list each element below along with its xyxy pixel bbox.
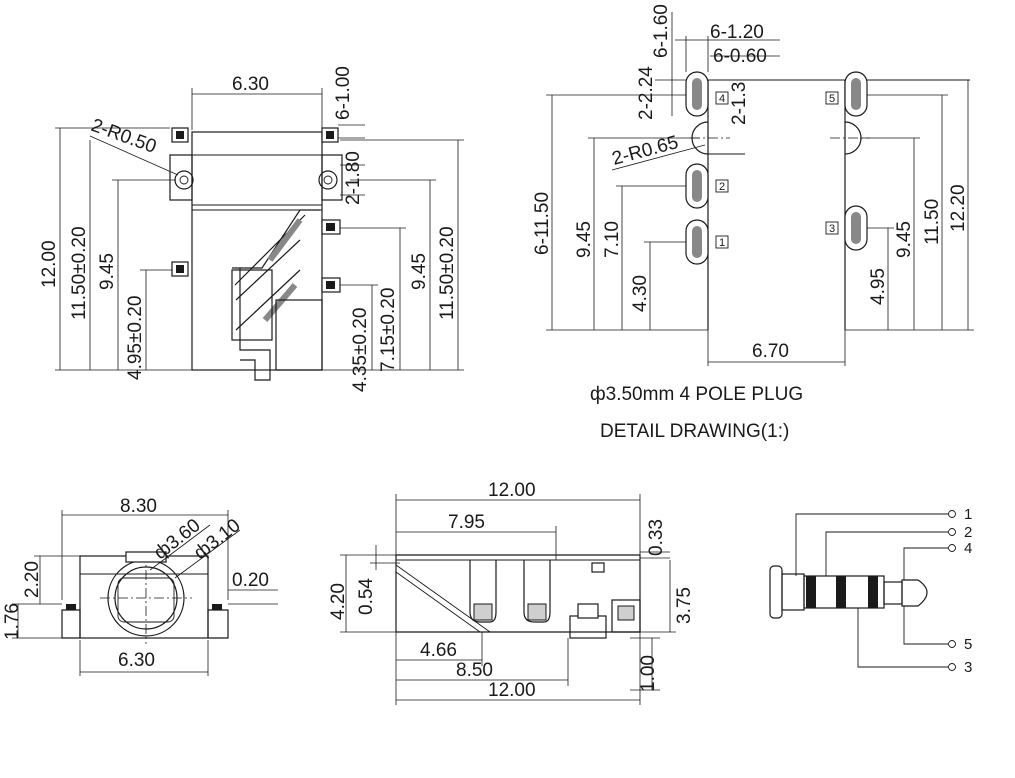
pcb-dim-945-left: 9.45 bbox=[574, 221, 595, 258]
pcb-dim-224: 2-2.24 bbox=[636, 66, 657, 120]
plug-grip bbox=[769, 565, 783, 619]
pcb-pad-3: 3 bbox=[825, 205, 868, 251]
top-dim-12: 12.00 bbox=[39, 240, 60, 288]
side-view: 12.00 7.95 0.33 4.20 0.54 3.75 4.66 8.50… bbox=[328, 480, 695, 705]
pcb-dim-710: 7.10 bbox=[602, 221, 623, 258]
plug-label-5: 5 bbox=[964, 636, 972, 653]
side-dim-033: 0.33 bbox=[646, 519, 667, 556]
side-dim-420: 4.20 bbox=[328, 583, 349, 620]
side-dim-1200-bottom: 12.00 bbox=[488, 680, 536, 701]
plug-label-1: 1 bbox=[964, 506, 972, 523]
top-dim-945: 9.45 bbox=[97, 253, 118, 290]
svg-text:1: 1 bbox=[719, 237, 725, 249]
side-dim-795: 7.95 bbox=[448, 512, 485, 533]
side-dim-375: 3.75 bbox=[674, 587, 695, 624]
plug-tip bbox=[901, 579, 928, 607]
pcb-dim-430: 4.30 bbox=[630, 275, 651, 312]
caption-line2: DETAIL DRAWING(1:) bbox=[600, 421, 789, 442]
pcb-dim-slot: 6-0.60 bbox=[713, 46, 767, 67]
pcb-dim-span: 6.70 bbox=[752, 341, 789, 362]
plug-label-4: 4 bbox=[964, 540, 972, 557]
pcb-dim-1220: 12.20 bbox=[948, 184, 969, 232]
pcb-pad-2: 2 bbox=[685, 163, 729, 209]
plug-label-2: 2 bbox=[964, 524, 972, 541]
mount-hole-left bbox=[174, 170, 194, 190]
front-dim-630: 6.30 bbox=[118, 650, 155, 671]
pcb-dim-pad-w: 6-1.20 bbox=[710, 22, 764, 43]
plug-view: 1 2 4 5 3 bbox=[769, 506, 972, 676]
top-dim-hole: 2-1.80 bbox=[343, 151, 364, 205]
side-dim-100: 1.00 bbox=[638, 655, 659, 692]
front-dim-220: 2.20 bbox=[22, 561, 43, 598]
top-dim-945-right: 9.45 bbox=[409, 253, 430, 290]
pcb-pad-4: 4 bbox=[685, 71, 729, 117]
top-dim-width: 6.30 bbox=[232, 74, 269, 95]
top-dim-435: 4.35±0.20 bbox=[350, 308, 371, 392]
side-dim-850: 8.50 bbox=[456, 660, 493, 681]
top-dim-pitch: 6-1.00 bbox=[333, 66, 354, 120]
front-view: 8.30 ф3.60 ф3.10 2.20 1.76 0.20 6.30 bbox=[2, 496, 278, 676]
pcb-pad-1: 1 bbox=[685, 219, 729, 265]
side-dim-054: 0.54 bbox=[356, 578, 377, 615]
side-dim-1200-top: 12.00 bbox=[488, 480, 536, 501]
front-dim-830: 8.30 bbox=[120, 496, 157, 517]
top-dim-radius: 2-R0.50 bbox=[88, 115, 159, 158]
top-view-body bbox=[191, 131, 323, 371]
top-view: 6.30 6-1.00 2-R0.50 2-1.80 12.00 11.50±0… bbox=[39, 66, 464, 392]
pcb-dim-pad-h: 6-1.60 bbox=[651, 4, 672, 58]
top-dim-1150-right: 11.50±0.20 bbox=[437, 226, 458, 320]
pcb-layout-view: 4 5 2 1 3 6-1.20 6-0.60 bbox=[532, 4, 974, 442]
top-dim-715: 7.15±0.20 bbox=[378, 288, 399, 372]
mount-hole-right bbox=[318, 170, 338, 190]
pcb-dim-1150-right: 11.50 bbox=[922, 199, 943, 245]
pcb-dim-1150-left: 6-11.50 bbox=[532, 192, 553, 255]
svg-text:5: 5 bbox=[829, 93, 835, 105]
plug-label-3: 3 bbox=[964, 659, 972, 676]
side-dim-466: 4.66 bbox=[420, 640, 457, 661]
svg-text:4: 4 bbox=[719, 93, 725, 105]
top-dim-495: 4.95±0.20 bbox=[125, 296, 146, 380]
pcb-pad-5: 5 bbox=[825, 71, 868, 117]
front-dim-176: 1.76 bbox=[2, 603, 23, 640]
pcb-dim-945-right: 9.45 bbox=[894, 221, 915, 258]
pcb-dim-495: 4.95 bbox=[868, 268, 889, 305]
front-dim-020: 0.20 bbox=[232, 570, 269, 591]
front-dim-phi310: ф3.10 bbox=[190, 515, 244, 564]
top-dim-1150-left: 11.50±0.20 bbox=[69, 226, 90, 320]
svg-text:3: 3 bbox=[829, 223, 835, 235]
pcb-dim-13: 2-1.3 bbox=[729, 82, 750, 125]
caption-line1: ф3.50mm 4 POLE PLUG bbox=[590, 384, 803, 405]
svg-text:2: 2 bbox=[719, 181, 725, 193]
